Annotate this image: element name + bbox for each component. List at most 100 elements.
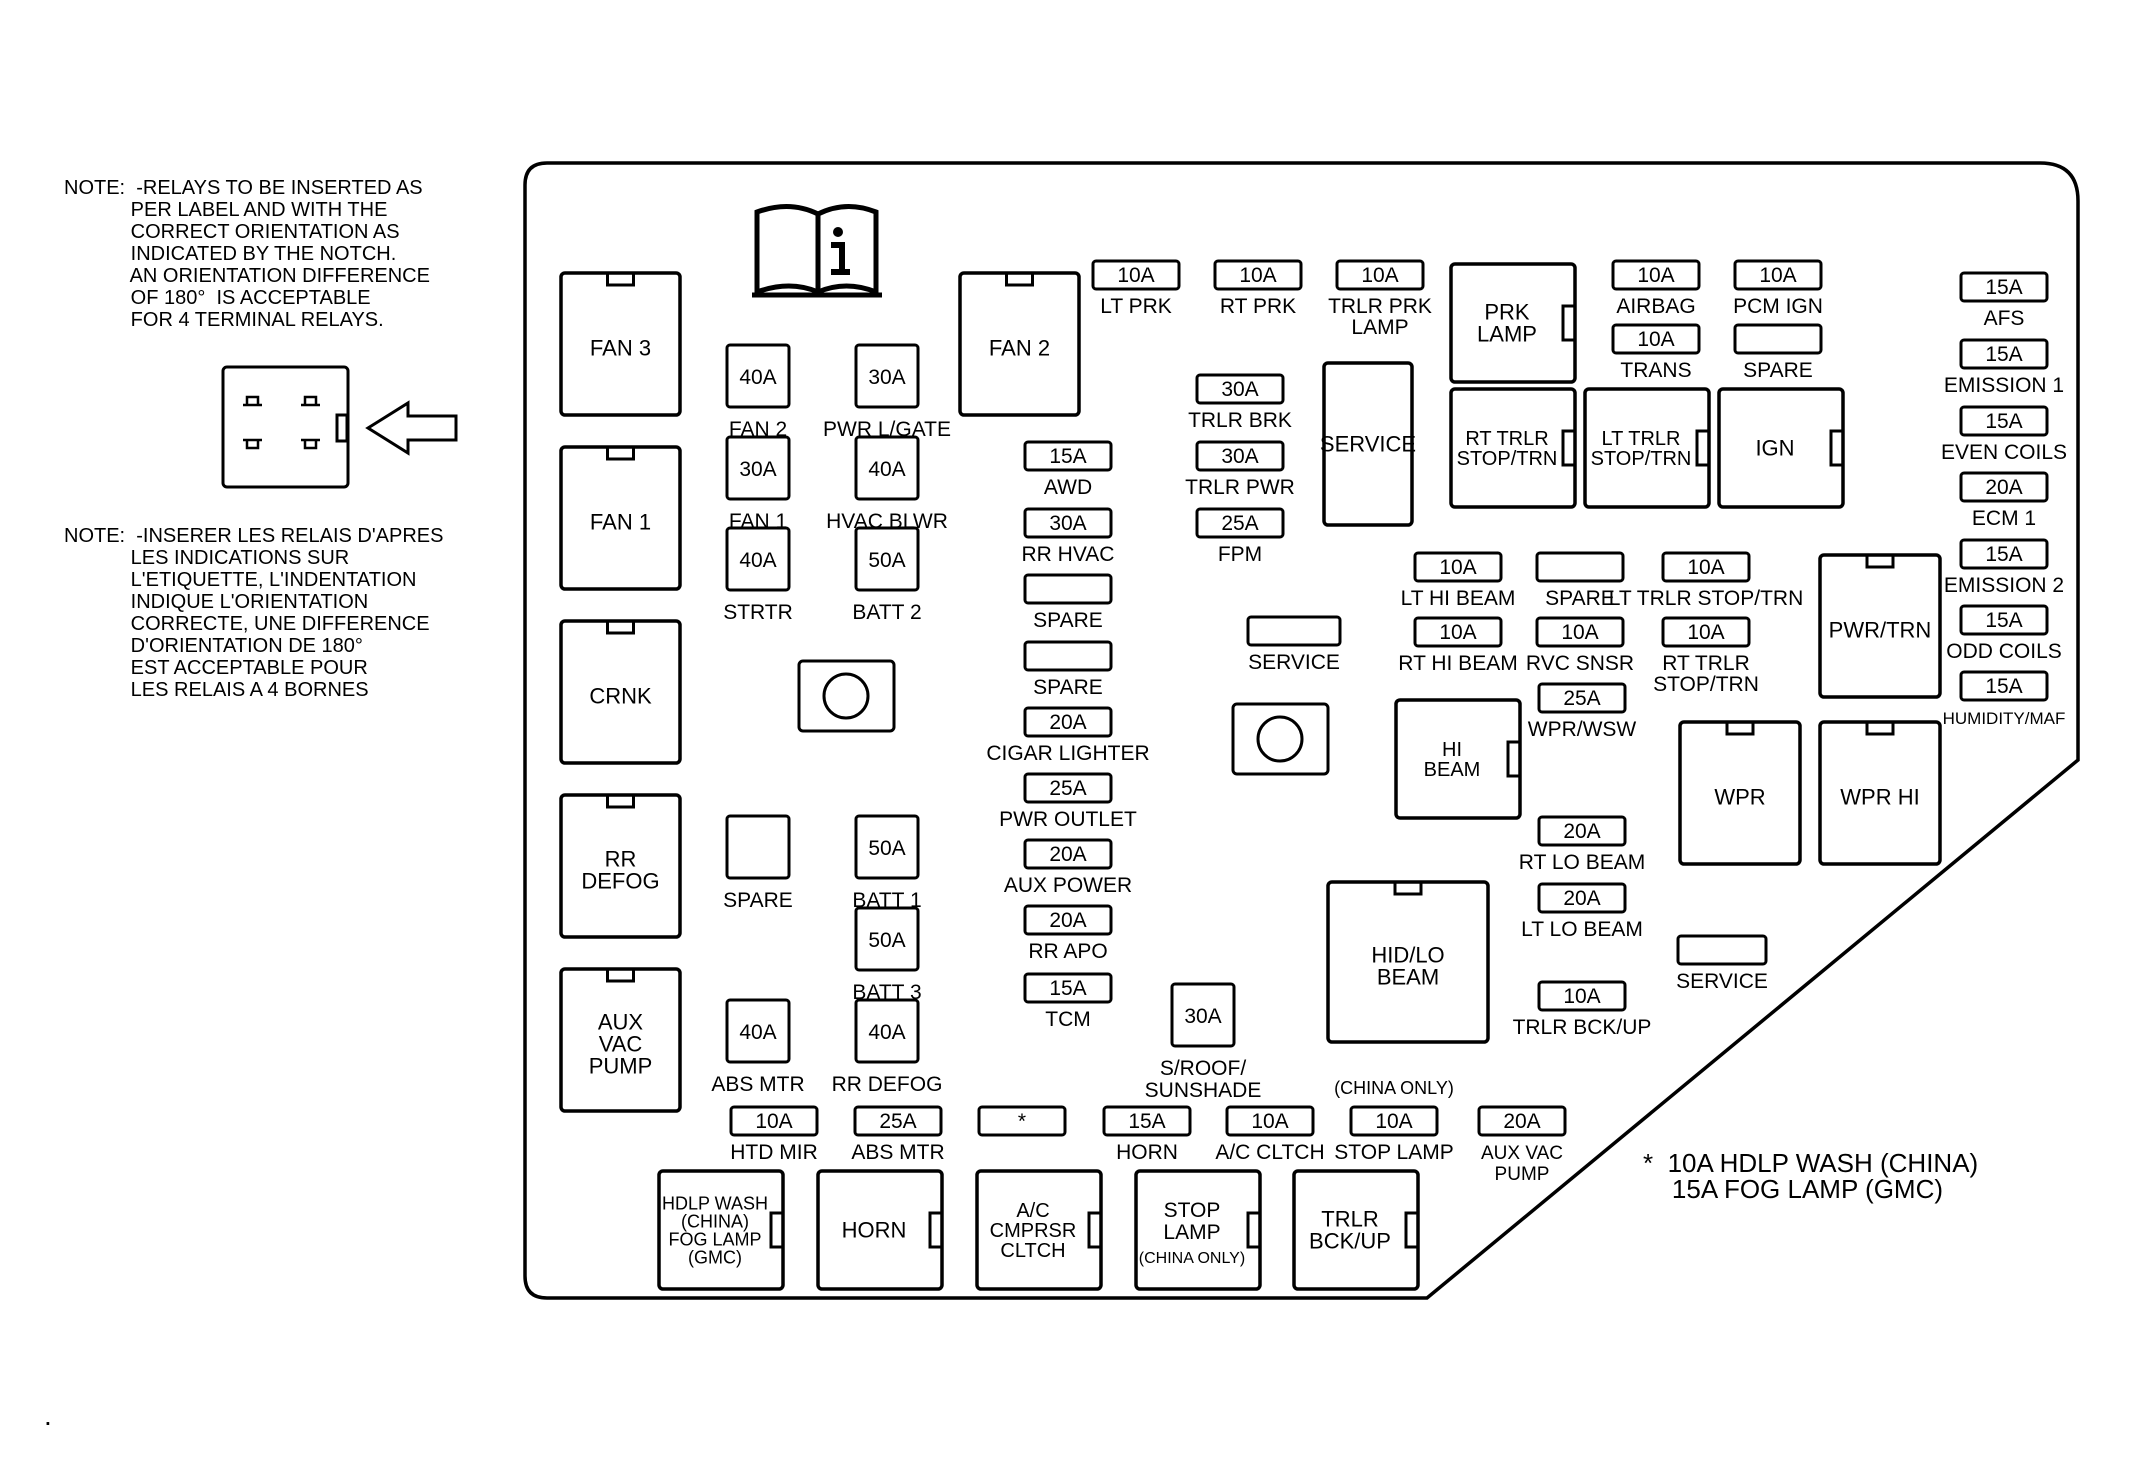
fuse-label: ODD COILS [1946, 640, 2062, 663]
fuse-label: TRLR PWR [1185, 476, 1295, 499]
fuse-rating: 20A [1049, 711, 1086, 734]
fuse-label: SERVICE [1676, 970, 1768, 993]
relay-fan-1: FAN 1 [559, 445, 682, 591]
relay-label: HORN [842, 1218, 907, 1243]
mini-fuse-rvc-snsr: 10A RVC SNSR [1526, 616, 1634, 675]
maxi-fuse-s-roof-sunshade: 30A S/ROOF/SUNSHADE [1145, 982, 1262, 1102]
fuse-label: RVC SNSR [1526, 652, 1634, 675]
fuse-rating: 20A [1563, 887, 1600, 910]
fuse-label: A/C CLTCH [1215, 1141, 1324, 1164]
note-french: NOTE: -INSERER LES RELAIS D'APRES LES IN… [64, 525, 444, 701]
relay-wpr: WPR [1678, 720, 1802, 866]
fuse-rating: 10A [1117, 264, 1154, 287]
fuse-rating: 50A [868, 837, 905, 860]
relay-ign: IGN [1717, 387, 1845, 509]
fuse-rating: 20A [1049, 909, 1086, 932]
fuse-label: AFS [1984, 307, 2025, 330]
mini-fuse-airbag: 10A AIRBAG [1611, 259, 1701, 318]
fuse-label: EVEN COILS [1941, 441, 2067, 464]
fuse-rating: * [1018, 1110, 1026, 1133]
fuse-rating: 10A [1361, 264, 1398, 287]
relay-label: WPR HI [1840, 785, 1919, 810]
fuse-label: PWR L/GATE [823, 418, 951, 441]
note-english: NOTE: -RELAYS TO BE INSERTED AS PER LABE… [64, 177, 430, 331]
relay-label: PWR/TRN [1829, 618, 1932, 643]
mini-fuse-rr-apo: 20A RR APO [1023, 904, 1113, 963]
fuse-rating: 10A [1251, 1110, 1288, 1133]
fuse-label: FAN 2 [729, 418, 787, 441]
relay-label: FAN 3 [590, 336, 651, 361]
fuse-rating: 25A [1221, 512, 1258, 535]
fuse-rating: 10A [1637, 328, 1674, 351]
mini-fuse-spare: SPARE [1733, 323, 1823, 382]
fuse-label: HUMIDITY/MAF [1943, 709, 2066, 728]
fuse-rating: 15A [1985, 543, 2022, 566]
fuse-block-outline [523, 161, 2080, 1300]
fuse-top-note: (CHINA ONLY) [1334, 1078, 1454, 1098]
relay-label: WPR [1714, 785, 1765, 810]
fuse-label: RR APO [1028, 940, 1107, 963]
fuse-rating: 25A [879, 1110, 916, 1133]
fuse-label: SERVICE [1248, 651, 1340, 674]
fuse-rating: 15A [1985, 410, 2022, 433]
fuse-rating: 25A [1049, 777, 1086, 800]
fuse-label: AIRBAG [1616, 295, 1695, 318]
fuse-rating: 15A [1049, 445, 1086, 468]
mini-fuse-even-coils: 15A EVEN COILS [1941, 405, 2067, 464]
round-socket [797, 659, 896, 733]
fuse-rating: 30A [1184, 1005, 1221, 1028]
relay-service: SERVICE [1320, 361, 1416, 527]
fuse-label: STRTR [723, 601, 793, 624]
fuse-label: SPARE [1033, 609, 1103, 632]
book-info-icon [752, 203, 882, 298]
fuse-rating: 20A [1049, 843, 1086, 866]
fuse-label: SPARE [1743, 359, 1813, 382]
fuse-rating: 50A [868, 549, 905, 572]
fuse-label: S/ROOF/SUNSHADE [1145, 1057, 1262, 1102]
relay-wpr-hi: WPR HI [1818, 720, 1942, 866]
fuse-label: SPARE [1033, 676, 1103, 699]
fuse-label: TRLR BCK/UP [1513, 1016, 1652, 1039]
fuse-rating: 10A [1637, 264, 1674, 287]
fuse-rating: 10A [1561, 621, 1598, 644]
relay-pwr-trn: PWR/TRN [1818, 553, 1942, 699]
